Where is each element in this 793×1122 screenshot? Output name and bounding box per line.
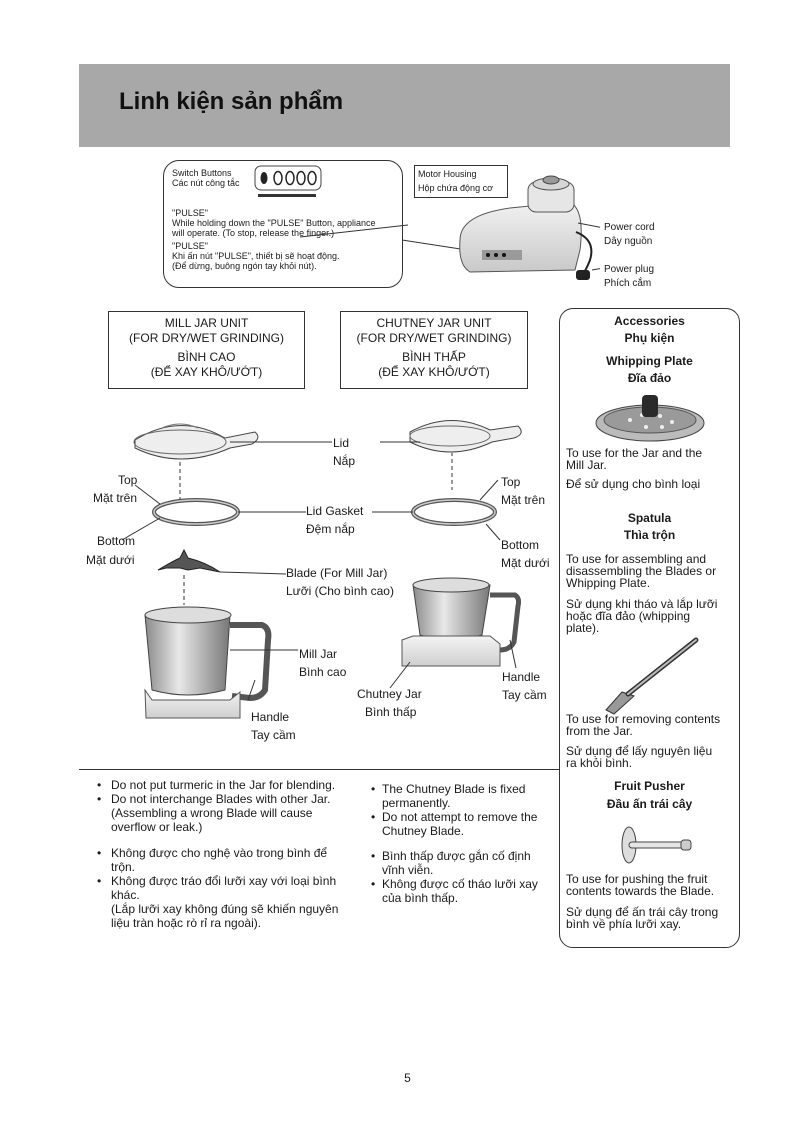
switch-callout: Switch Buttons Các nút công tắc "PULSE" … [163, 160, 403, 288]
whipping-plate-title-vi: Đĩa đảo [627, 371, 672, 385]
accessories-title-vi: Phụ kiện [624, 331, 675, 345]
page-title: Linh kiện sản phẩm [119, 88, 344, 115]
note-item: Do not put turmeric in the Jar for blend… [97, 778, 367, 792]
handle-label-mill: Handle Tay cầm [251, 710, 296, 742]
chutney-jar-unit-box: CHUTNEY JAR UNIT (FOR DRY/WET GRINDING) … [340, 311, 528, 389]
power-cord-label: Power cord Dây nguồn [604, 222, 655, 247]
switch-buttons-icon [254, 165, 322, 197]
mill-jar-unit-box: MILL JAR UNIT (FOR DRY/WET GRINDING) BÌN… [108, 311, 305, 389]
spatula-title-vi: Thìa trộn [623, 528, 676, 542]
note-item: Do not interchange Blades with other Jar… [97, 792, 367, 806]
parts-illustration [121, 420, 522, 719]
bottom-label-mill: Bottom [97, 534, 136, 548]
power-plug-label: Power plug Phích cắm [604, 264, 655, 289]
gasket-label: Lid Gasket Đệm nắp [306, 504, 364, 536]
section-header: Linh kiện sản phẩm [79, 64, 730, 147]
fruit-pusher-title-en: Fruit Pusher [614, 779, 685, 793]
blade-label: Blade (For Mill Jar) Lưỡi (Cho bình cao) [286, 566, 394, 598]
pulse-en-2: will operate. (To stop, release the fing… [172, 228, 335, 238]
pulse-en-1: While holding down the "PULSE" Button, a… [172, 218, 376, 228]
lid-label: Lid Nắp [333, 436, 356, 468]
whipping-plate-icon [595, 395, 705, 442]
spatula-icon [605, 637, 699, 715]
fruit-pusher-icon [621, 826, 692, 864]
notes-left: Do not put turmeric in the Jar for blend… [97, 778, 367, 930]
top-label-mill: Top [118, 473, 138, 487]
pulse-en-head: "PULSE" [172, 208, 208, 218]
spatula-title-en: Spatula [627, 511, 672, 525]
accessories-title-en: Accessories [614, 314, 685, 328]
bottom-label-chutney: Bottom Mặt dưới [501, 538, 550, 570]
note-item: Do not attempt to remove the [371, 810, 557, 824]
note-item: The Chutney Blade is fixed [371, 782, 557, 796]
callout-pointer [300, 224, 409, 238]
motor-housing-illustration [401, 175, 600, 280]
notes-divider [79, 769, 559, 770]
pulse-vi-head: "PULSE" [172, 241, 208, 251]
note-item: Không được tráo đổi lưỡi xay với loại bì… [97, 874, 367, 888]
motor-housing-vi: Hộp chứa động cơ [418, 183, 493, 193]
top-label-mill-vi: Mặt trên [93, 491, 138, 505]
whipping-plate-title-en: Whipping Plate [606, 354, 693, 368]
switch-title-vi: Các nút công tắc [172, 178, 240, 188]
bottom-label-mill-vi: Mặt dưới [86, 553, 135, 567]
note-item: Không được cho nghệ vào trong bình để [97, 846, 367, 860]
fruit-pusher-title-vi: Đầu ấn trái cây [606, 797, 693, 811]
pulse-vi-1: Khi ấn nút "PULSE", thiết bị sẽ hoạt độn… [172, 251, 340, 261]
mill-jar-label: Mill Jar Bình cao [299, 647, 347, 679]
handle-label-chutney: Handle Tay cầm [502, 670, 547, 702]
note-item: Bình thấp được gắn cố định [371, 849, 557, 863]
page-number: 5 [404, 1071, 411, 1085]
switch-title-en: Switch Buttons [172, 168, 232, 178]
accessories-panel: Accessories Phụ kiện Whipping Plate Đĩa … [559, 308, 740, 948]
notes-right: The Chutney Blade is fixed permanently. … [371, 782, 557, 905]
chutney-jar-label: Chutney Jar Bình thấp [357, 687, 422, 719]
pulse-vi-2: (Để dừng, buông ngón tay khỏi nút). [172, 261, 317, 271]
motor-housing-en: Motor Housing [418, 169, 477, 179]
motor-housing-label: Motor Housing Hộp chứa động cơ [414, 165, 508, 198]
note-item: Không được cố tháo lưỡi xay [371, 877, 557, 891]
top-label-chutney: Top Mặt trên [501, 475, 546, 507]
